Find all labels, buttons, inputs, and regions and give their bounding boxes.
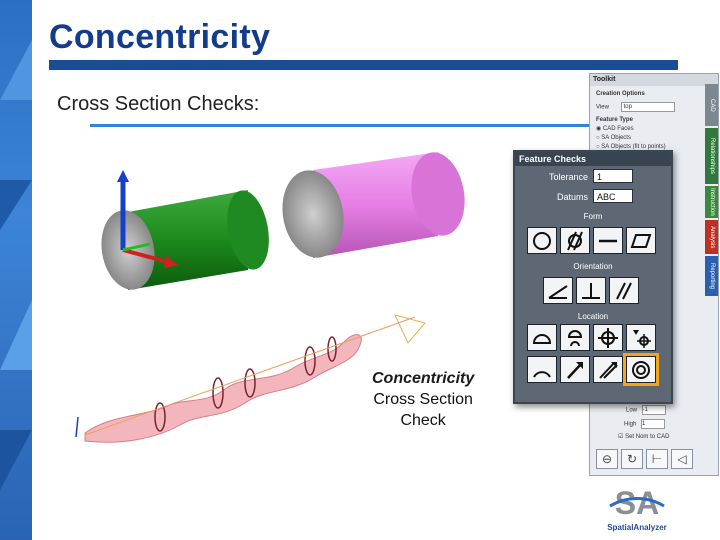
creation-options-label: Creation Options: [596, 91, 645, 97]
form-section-label: Form: [583, 212, 603, 221]
cylindricity-button[interactable]: [560, 227, 590, 254]
slide-title: Concentricity: [49, 18, 271, 56]
title-underline-bar: [49, 60, 678, 70]
green-cylinder: [101, 190, 269, 290]
flatness-icon: [630, 233, 652, 248]
cross-section-shaft-illustration: [75, 314, 426, 443]
view-label: View: [596, 104, 609, 111]
option-sa-objects-fit[interactable]: ○ SA Objects (fit to points): [596, 143, 666, 150]
cylindricity-icon: [567, 231, 583, 250]
tab-relationships[interactable]: Relationships: [705, 128, 718, 184]
runout-button[interactable]: [560, 356, 590, 383]
tab-cad[interactable]: CAD: [705, 84, 718, 126]
cylinders-illustration: [101, 152, 465, 290]
left-decorative-band: [0, 0, 32, 540]
spatialanalyzer-logo: SA SpatialAnalyzer: [602, 484, 672, 532]
total-runout-icon: [599, 361, 618, 379]
datums-label: Datums: [557, 192, 589, 202]
flatness-button[interactable]: [626, 227, 656, 254]
orientation-section-label: Orientation: [573, 262, 613, 271]
toolkit-bottom-buttons: ⊖ ↻ ⊢ ◁: [596, 449, 693, 469]
view-select[interactable]: top: [620, 102, 675, 112]
straightness-button[interactable]: [593, 227, 623, 254]
total-runout-button[interactable]: [593, 356, 623, 383]
circular-runout-button[interactable]: ⊖: [596, 449, 618, 469]
caption-line-2: Cross Section: [373, 391, 473, 408]
profile-line-button[interactable]: [560, 324, 590, 351]
position-button[interactable]: [593, 324, 623, 351]
arc-profile-button[interactable]: [527, 356, 557, 383]
option-cad-faces[interactable]: ◉ CAD Faces: [596, 125, 634, 132]
tolerance-label: Tolerance: [549, 172, 589, 182]
pink-cylinder: [282, 152, 465, 258]
datums-input[interactable]: ABC: [593, 189, 633, 203]
tab-instruction[interactable]: Instruction: [705, 186, 718, 218]
subtitle-underline: [90, 124, 610, 127]
concentricity-caption: Concentricity Cross Section Check: [372, 368, 474, 431]
feature-checks-header: Feature Checks: [515, 152, 671, 166]
cone-button[interactable]: ◁: [671, 449, 693, 469]
runout-icon: [567, 361, 583, 379]
sa-logo-mark: SA: [609, 485, 665, 521]
logo-mark-text: SA: [615, 485, 659, 520]
feature-type-label: Feature Type: [596, 116, 633, 123]
profile-line-icon: [567, 329, 583, 346]
high-label: High: [624, 421, 637, 428]
arc-profile-icon: [533, 370, 551, 378]
caption-line-3: Check: [400, 412, 446, 429]
concentricity-button[interactable]: [623, 353, 659, 386]
concentricity-icon: [632, 360, 650, 379]
symmetry-button[interactable]: [626, 324, 656, 351]
angularity-button[interactable]: [543, 277, 573, 304]
set-nom-checkbox[interactable]: ☑: [618, 434, 624, 440]
profile-surface-button[interactable]: [527, 324, 557, 351]
tab-reporting[interactable]: Reporting: [705, 256, 718, 296]
low-input[interactable]: -1: [641, 405, 666, 415]
symmetry-icon: [633, 329, 651, 348]
option-sa-objects[interactable]: ○ SA Objects: [596, 134, 631, 141]
circularity-icon: [533, 231, 551, 250]
circularity-button[interactable]: [527, 227, 557, 254]
tolerance-input[interactable]: 1: [593, 169, 633, 183]
straightness-icon: [599, 239, 617, 242]
set-nom-label: Set Nom to CAD: [625, 434, 670, 440]
width-button[interactable]: ⊢: [646, 449, 668, 469]
position-icon: [598, 327, 618, 348]
feature-checks-panel: Feature Checks Tolerance 1 Datums ABC Fo…: [513, 150, 673, 404]
toolkit-header: Toolkit: [590, 74, 718, 86]
parallelism-button[interactable]: [609, 277, 639, 304]
perpendicularity-icon: [582, 282, 600, 299]
low-label: Low: [626, 407, 638, 414]
parallelism-icon: [616, 282, 632, 299]
high-input[interactable]: 1: [641, 419, 666, 429]
slide-subtitle: Cross Section Checks:: [57, 93, 260, 115]
total-runout-button[interactable]: ↻: [621, 449, 643, 469]
tab-analysis[interactable]: Analysis: [705, 220, 718, 254]
location-section-label: Location: [577, 312, 609, 321]
caption-title: Concentricity: [372, 370, 475, 387]
toolkit-tab-strip: CAD Relationships Instruction Analysis R…: [704, 84, 718, 334]
perpendicularity-button[interactable]: [576, 277, 606, 304]
profile-surface-icon: [532, 333, 552, 344]
logo-text: SpatialAnalyzer: [607, 523, 667, 532]
angularity-icon: [548, 284, 568, 299]
axis-triad: [117, 170, 178, 268]
